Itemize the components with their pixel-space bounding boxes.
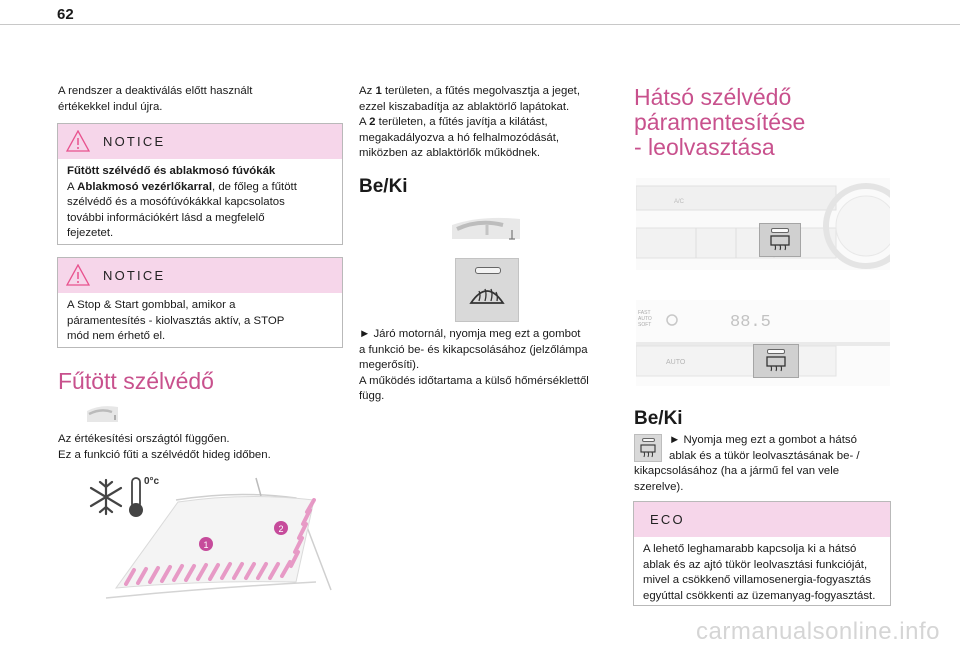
svg-text:AUTO: AUTO — [638, 316, 652, 322]
svg-text:AUTO: AUTO — [666, 359, 686, 366]
notice-header: NOTICE — [58, 258, 342, 293]
zone-marker-2 — [274, 521, 288, 535]
svg-text:88.5: 88.5 — [730, 313, 771, 332]
section-heading-rear-on-off: Be/Ki — [634, 408, 683, 429]
footer: carmanualsonline.info — [0, 612, 960, 649]
svg-text:A/C: A/C — [674, 199, 685, 205]
rear-instruction-rest: kikapcsolásához (ha a jármű fel van vele… — [634, 465, 840, 493]
rear-defrost-button[interactable] — [759, 223, 801, 257]
notice-line: mód nem érhető el. — [67, 330, 166, 342]
section-heading-rear-defrost: Hátsó szélvédő páramentesítése - leolvas… — [634, 84, 806, 160]
notice-box-1: NOTICE Fűtött szélvédő és ablakmosó fúvó… — [57, 123, 343, 245]
eco-header: ECO — [634, 502, 890, 537]
windscreen-defrost-button[interactable] — [455, 258, 519, 322]
page-number: 62 — [57, 6, 74, 23]
watermark: carmanualsonline.info — [696, 618, 940, 645]
notice-line: fejezetet. — [67, 227, 114, 239]
rear-defrost-button-small — [634, 434, 662, 462]
section-heading-heated-windscreen: Fűtött szélvédő — [58, 368, 214, 394]
on-off-instructions: ► Járó motornál, nyomja meg ezt a gombot… — [359, 328, 589, 402]
steering-wheel-option-icon — [452, 217, 520, 240]
svg-text:2: 2 — [278, 524, 283, 534]
notice-box-2: NOTICE A Stop & Start gombbal, amikor a … — [57, 257, 343, 348]
header-divider — [0, 24, 960, 25]
notice-body: A Stop & Start gombbal, amikor a páramen… — [58, 293, 342, 351]
intro-text: A rendszer a deaktiválás előtt használt … — [58, 85, 253, 113]
indicator-lamp — [771, 228, 789, 233]
rear-defrost-button[interactable] — [753, 344, 799, 378]
svg-text:1: 1 — [203, 540, 208, 550]
climate-panel-automatic: FAST AUTO SOFT 88.5 AUTO — [636, 300, 890, 386]
notice-title: NOTICE — [103, 134, 166, 149]
zone-description-text: Az 1 területen, a fűtés megolvasztja a j… — [359, 85, 580, 159]
eco-line: egyúttal csökkenti az üzemanyag-fogyaszt… — [643, 589, 876, 602]
zone-marker-1 — [199, 537, 213, 551]
heating-zone-lines — [124, 498, 316, 586]
heated-windscreen-illustration: 0°c 1 2 — [89, 476, 332, 599]
indicator-lamp — [475, 267, 501, 274]
snowflake-icon — [89, 478, 123, 516]
notice-line: A Stop & Start gombbal, amikor a — [67, 299, 236, 311]
eco-title: ECO — [650, 512, 685, 527]
svg-text:FAST: FAST — [638, 310, 651, 316]
rear-defrost-icon — [640, 444, 656, 458]
eco-line: mivel a csökkenő villamosenergia-fogyasz… — [643, 574, 871, 586]
svg-text:SOFT: SOFT — [638, 322, 651, 328]
rear-instruction-first-lines: ► Nyomja meg ezt a gombot a hátsó ablak … — [669, 434, 860, 462]
notice-body: Fűtött szélvédő és ablakmosó fúvókák A A… — [58, 159, 342, 248]
indicator-lamp — [767, 349, 785, 354]
notice-line: A Ablakmosó vezérlőkarral, de főleg a fű… — [67, 180, 297, 193]
eco-body: A lehető leghamarabb kapcsolja ki a háts… — [634, 537, 890, 610]
rear-defrost-icon — [766, 356, 786, 372]
notice-title: NOTICE — [103, 268, 166, 283]
warning-icon — [66, 264, 90, 286]
eco-box: ECO A lehető leghamarabb kapcsolja ki a … — [633, 501, 891, 606]
climate-panel-manual: A/C — [636, 178, 890, 270]
notice-line: szélvédő és a mosófúvókákkal kapcsolatos — [67, 196, 285, 208]
notice-header: NOTICE — [58, 124, 342, 159]
heated-windscreen-text: Az értékesítési országtól függően. Ez a … — [58, 433, 271, 461]
rear-defrost-icon — [770, 235, 790, 251]
notice-line: páramentesítés - kiolvasztás aktív, a ST… — [67, 314, 285, 327]
section-heading-on-off: Be/Ki — [359, 176, 408, 197]
steering-wheel-option-icon — [87, 406, 118, 422]
thermometer-icon — [129, 477, 143, 517]
notice-line: további információkért lásd a megfelelő — [67, 211, 265, 224]
temperature-label: 0°c — [144, 476, 160, 487]
notice-bold-heading: Fűtött szélvédő és ablakmosó fúvókák — [67, 165, 276, 177]
eco-line: A lehető leghamarabb kapcsolja ki a háts… — [643, 543, 857, 555]
warning-icon — [66, 130, 90, 152]
front-defrost-icon — [469, 288, 505, 304]
eco-line: ablak és az ajtó tükör leolvasztási funk… — [643, 558, 868, 571]
